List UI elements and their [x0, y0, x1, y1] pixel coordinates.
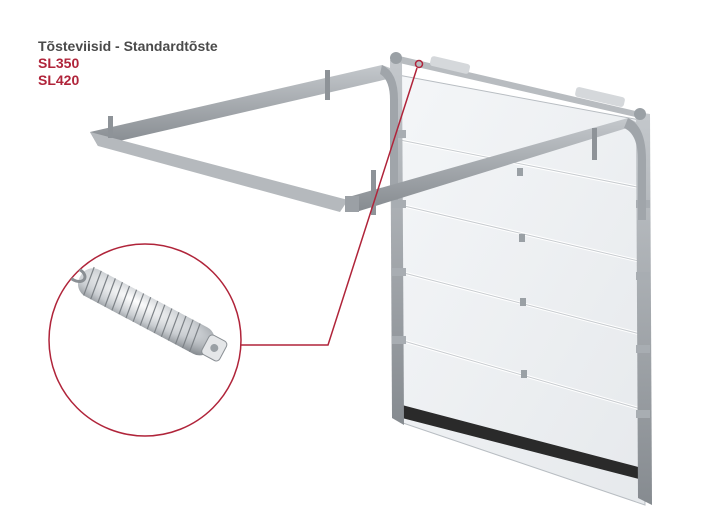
model-label-sl350: SL350	[38, 55, 80, 71]
horizontal-tracks	[90, 65, 646, 220]
door-panel	[397, 74, 646, 506]
callout-leader	[240, 59, 424, 346]
spring-detail-circle	[48, 243, 242, 437]
model-label-sl420: SL420	[38, 72, 80, 88]
spring-assembly	[390, 52, 646, 120]
title-block: Tõsteviisid - Standardtõste SL350 SL420	[38, 38, 218, 89]
page-title: Tõsteviisid - Standardtõste	[38, 38, 218, 54]
tension-spring-icon	[66, 266, 228, 362]
